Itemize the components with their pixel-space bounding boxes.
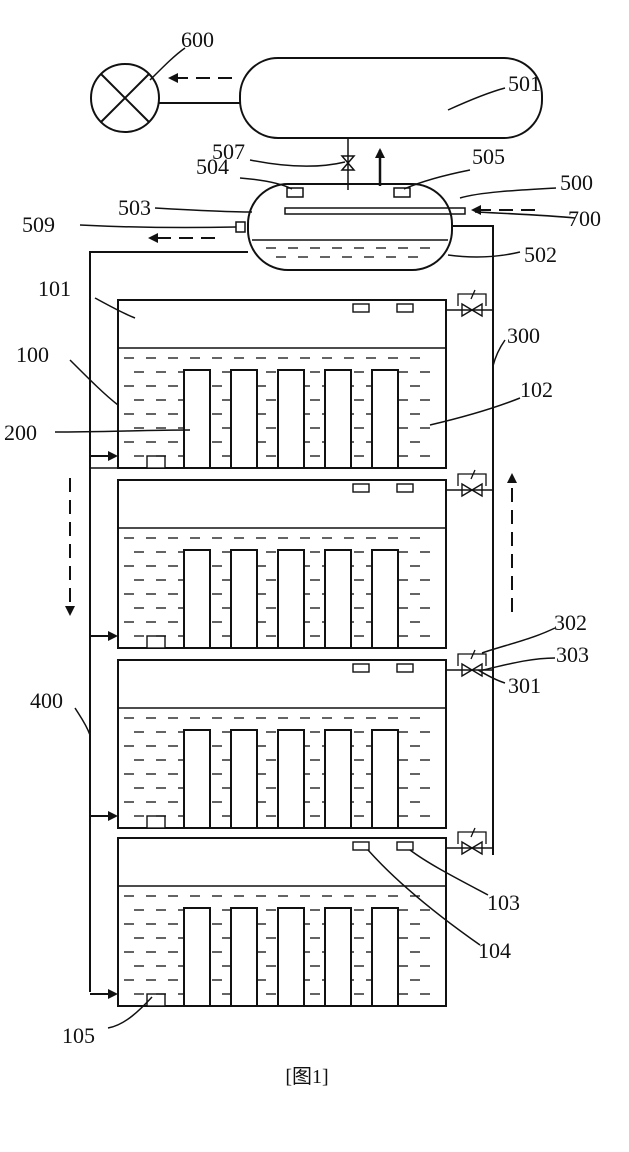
sensor-504 bbox=[287, 188, 303, 197]
electrode-plate bbox=[184, 730, 210, 828]
electrode-plate bbox=[325, 370, 351, 468]
label-700: 700 bbox=[568, 206, 601, 231]
electrode-plate bbox=[278, 550, 304, 648]
electrode-plate bbox=[278, 908, 304, 1006]
component-600-pump bbox=[91, 64, 159, 132]
electrode-plate bbox=[184, 370, 210, 468]
label-500: 500 bbox=[560, 170, 593, 195]
cell-sensor-103 bbox=[397, 484, 413, 492]
cell-1 bbox=[90, 290, 493, 468]
label-105: 105 bbox=[62, 1023, 95, 1048]
electrode-plate bbox=[372, 908, 398, 1006]
label-104: 104 bbox=[478, 938, 511, 963]
label-101: 101 bbox=[38, 276, 71, 301]
label-301: 301 bbox=[508, 673, 541, 698]
cell-sensor-104 bbox=[353, 484, 369, 492]
electrode-plate bbox=[372, 370, 398, 468]
separator-liquid-dashes bbox=[266, 248, 430, 257]
electrode-plate bbox=[231, 370, 257, 468]
label-400: 400 bbox=[30, 688, 63, 713]
cell-sensor-103 bbox=[397, 842, 413, 850]
check-valve-301 bbox=[458, 828, 486, 854]
figure-caption: [图1] bbox=[285, 1066, 328, 1088]
cell-sensor-104 bbox=[353, 664, 369, 672]
label-103: 103 bbox=[487, 890, 520, 915]
cell-sensor-104 bbox=[353, 842, 369, 850]
label-302: 302 bbox=[554, 610, 587, 635]
label-504: 504 bbox=[196, 154, 229, 179]
check-valve-301 bbox=[458, 470, 486, 496]
cell-inlet-105 bbox=[147, 456, 165, 468]
electrode-plate bbox=[372, 730, 398, 828]
label-600: 600 bbox=[181, 27, 214, 52]
inlet-pipe-700 bbox=[285, 208, 465, 214]
tank-501 bbox=[240, 58, 542, 138]
electrode-plate bbox=[231, 550, 257, 648]
label-502: 502 bbox=[524, 242, 557, 267]
label-200: 200 bbox=[4, 420, 37, 445]
electrode-plate bbox=[325, 908, 351, 1006]
cell-sensor-104 bbox=[353, 304, 369, 312]
electrode-plate bbox=[325, 550, 351, 648]
electrode-plate bbox=[231, 730, 257, 828]
electrode-plate bbox=[372, 550, 398, 648]
cell-2 bbox=[90, 470, 493, 648]
cell-3 bbox=[90, 650, 493, 828]
label-102: 102 bbox=[520, 377, 553, 402]
sensor-505 bbox=[394, 188, 410, 197]
cell-sensor-103 bbox=[397, 304, 413, 312]
manifold-300 bbox=[452, 226, 493, 855]
cell-stack bbox=[90, 290, 493, 1006]
label-300: 300 bbox=[507, 323, 540, 348]
check-valve-301 bbox=[458, 290, 486, 316]
port-509 bbox=[236, 222, 245, 232]
label-501: 501 bbox=[508, 71, 541, 96]
cell-4 bbox=[90, 828, 493, 1006]
cell-inlet-105 bbox=[147, 636, 165, 648]
cell-sensor-103 bbox=[397, 664, 413, 672]
label-100: 100 bbox=[16, 342, 49, 367]
electrode-plate bbox=[278, 730, 304, 828]
inlet-pipe bbox=[90, 458, 118, 468]
electrode-plate bbox=[278, 370, 304, 468]
electrode-plate bbox=[184, 550, 210, 648]
electrode-plate bbox=[325, 730, 351, 828]
cell-inlet-105 bbox=[147, 816, 165, 828]
label-505: 505 bbox=[472, 144, 505, 169]
label-509: 509 bbox=[22, 212, 55, 237]
label-303: 303 bbox=[556, 642, 589, 667]
electrode-plate bbox=[184, 908, 210, 1006]
label-503: 503 bbox=[118, 195, 151, 220]
electrode-plate bbox=[231, 908, 257, 1006]
